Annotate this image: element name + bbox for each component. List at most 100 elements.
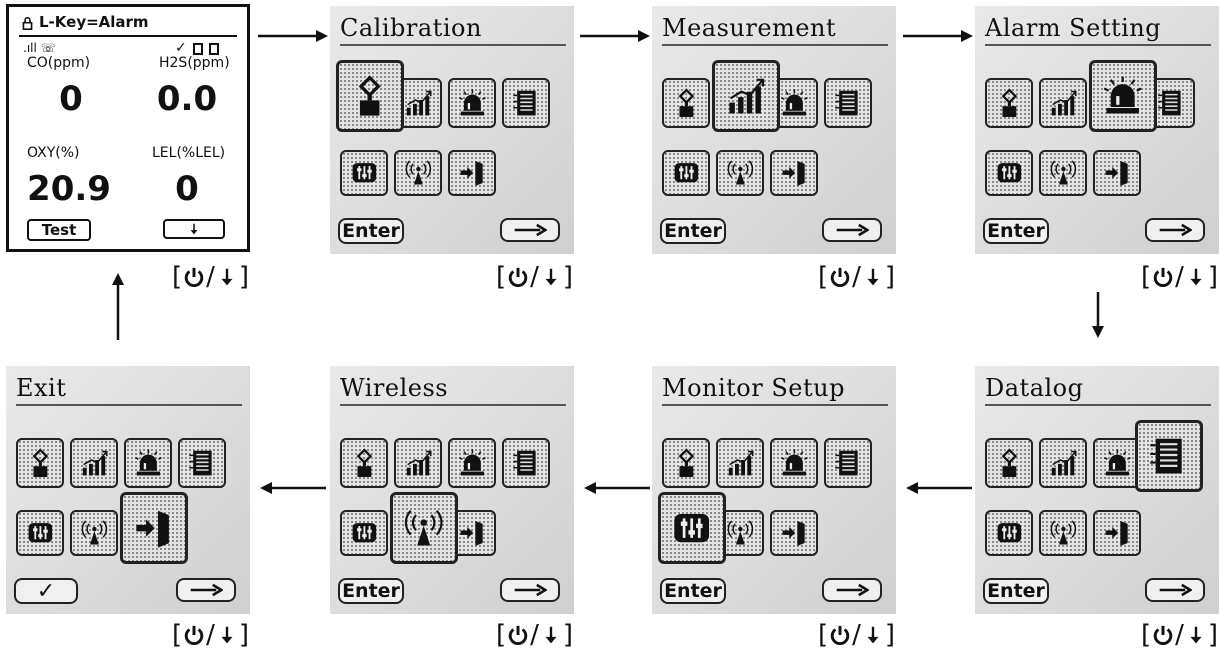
datalog-icon[interactable] [1135, 420, 1203, 492]
monitor-setup-icon[interactable] [985, 150, 1033, 196]
exit-icon[interactable] [120, 492, 188, 564]
calibration-icon[interactable] [985, 438, 1033, 488]
h2s-value: 0.0 [156, 79, 218, 119]
menu-title: Exit [16, 372, 242, 406]
alarm-icon[interactable] [448, 78, 496, 128]
datalog-icon[interactable] [502, 78, 550, 128]
power-down-key-label: [/] [496, 620, 573, 650]
calibration-icon[interactable] [662, 438, 710, 488]
monitor-setup-icon[interactable] [662, 150, 710, 196]
lock-key-header: L-Key=Alarm [39, 13, 149, 31]
measurement-icon[interactable] [1039, 438, 1087, 488]
next-button[interactable] [1145, 578, 1205, 602]
bracket-open: [ [818, 262, 829, 292]
monitor-setup-icon[interactable] [16, 510, 64, 556]
menu-title: Measurement [662, 12, 888, 46]
signal-status: .ıll ☏ [23, 41, 56, 55]
next-button[interactable] [822, 578, 882, 602]
datalog-icon[interactable] [178, 438, 226, 488]
monitor-setup-icon[interactable] [658, 492, 726, 564]
wireless-icon[interactable] [1039, 510, 1087, 556]
alarm-icon[interactable] [124, 438, 172, 488]
test-button[interactable]: Test [27, 219, 91, 241]
calibration-icon[interactable] [336, 60, 404, 132]
slash: / [530, 262, 539, 292]
menu-title: Datalog [985, 372, 1211, 406]
co-value: 0 [59, 79, 83, 119]
exit-icon[interactable] [770, 150, 818, 196]
save-icon [209, 43, 219, 55]
datalog-icon[interactable] [824, 78, 872, 128]
power-down-key-label: [/] [172, 620, 249, 650]
measurement-icon[interactable] [712, 60, 780, 132]
exit-icon[interactable] [1093, 150, 1141, 196]
bracket-open: [ [496, 620, 507, 650]
wireless-icon[interactable] [70, 510, 118, 556]
alarm-icon[interactable] [1089, 60, 1157, 132]
calibration-icon[interactable] [662, 78, 710, 128]
slash: / [1175, 620, 1184, 650]
oxy-value: 20.9 [27, 169, 111, 209]
exit-icon[interactable] [448, 150, 496, 196]
bracket-open: [ [1141, 620, 1152, 650]
slash: / [206, 620, 215, 650]
status-check: ✓ [175, 40, 187, 56]
confirm-button[interactable]: ✓ [14, 578, 78, 604]
calibration-icon[interactable] [340, 438, 388, 488]
slash: / [852, 262, 861, 292]
enter-button[interactable]: Enter [983, 218, 1049, 244]
monitor-setup-icon[interactable] [340, 510, 388, 556]
measurement-icon[interactable] [70, 438, 118, 488]
power-down-key-label: [ /] [1141, 620, 1218, 650]
datalog-icon[interactable] [824, 438, 872, 488]
alarm-icon[interactable] [770, 438, 818, 488]
enter-button[interactable]: Enter [983, 578, 1049, 604]
next-button[interactable] [176, 578, 236, 602]
next-button[interactable] [822, 218, 882, 242]
measurement-icon[interactable] [1039, 78, 1087, 128]
alarm-icon[interactable] [1093, 438, 1141, 488]
slash: / [530, 620, 539, 650]
power-down-key-label: [/] [1141, 262, 1218, 292]
measurement-icon[interactable] [716, 438, 764, 488]
slash: / [206, 262, 215, 292]
enter-button[interactable]: Enter [660, 218, 726, 244]
wireless-icon[interactable] [394, 150, 442, 196]
main-display-screen: L-Key=Alarm .ıll ☏ ✓ CO(ppm) H2S(ppm) 0 … [6, 4, 250, 252]
exit-icon[interactable] [770, 510, 818, 556]
measurement-icon[interactable] [394, 438, 442, 488]
wireless-icon[interactable] [390, 492, 458, 564]
enter-button[interactable]: Enter [338, 578, 404, 604]
next-button[interactable] [500, 578, 560, 602]
next-button[interactable] [1145, 218, 1205, 242]
monitor-setup-icon[interactable] [340, 150, 388, 196]
wireless-icon[interactable] [1039, 150, 1087, 196]
bracket-open: [ [818, 620, 829, 650]
enter-button[interactable]: Enter [660, 578, 726, 604]
calibration-icon[interactable] [985, 78, 1033, 128]
lel-label: LEL(%LEL) [152, 145, 226, 161]
wireless-icon[interactable] [716, 150, 764, 196]
calibration-icon[interactable] [16, 438, 64, 488]
enter-button[interactable]: Enter [338, 218, 404, 244]
exit-icon[interactable] [1093, 510, 1141, 556]
bracket-open: [ [1141, 262, 1152, 292]
monitor-setup-icon[interactable] [985, 510, 1033, 556]
bracket-close: ] [562, 262, 574, 292]
next-button[interactable] [500, 218, 560, 242]
datalog-icon[interactable] [502, 438, 550, 488]
bracket-close: ] [1207, 262, 1219, 292]
header-divider [19, 35, 237, 37]
bracket-close: ] [884, 262, 896, 292]
menu-screen-exit: Exit ✓ [6, 366, 250, 614]
menu-title: Alarm Setting [985, 12, 1211, 46]
bracket-close: ] [1207, 620, 1219, 650]
bracket-open: [ [172, 262, 183, 292]
down-button[interactable] [163, 219, 225, 239]
alarm-icon[interactable] [448, 438, 496, 488]
